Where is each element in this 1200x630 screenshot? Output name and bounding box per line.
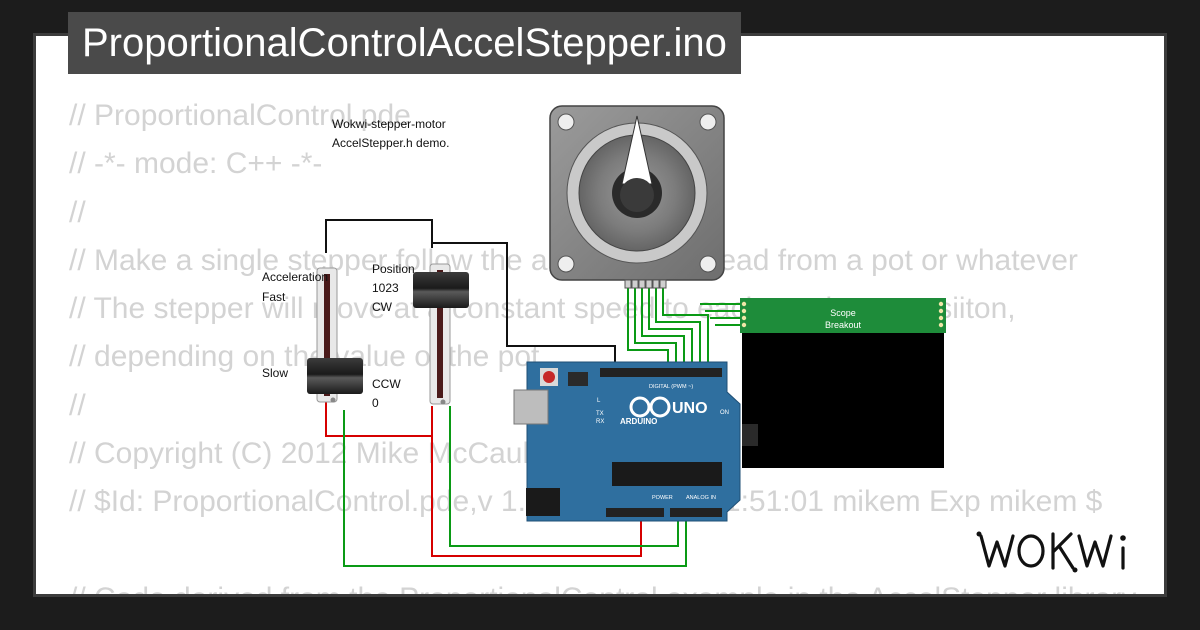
usb-port <box>513 389 549 425</box>
wire-red <box>431 436 642 557</box>
code-line: // <box>69 195 86 229</box>
slider-slot <box>324 274 330 396</box>
slider-pin <box>330 397 336 403</box>
led-label: L <box>597 398 601 404</box>
project-title[interactable]: ProportionalControlAccelStepper.ino <box>68 12 741 74</box>
code-line: // ProportionalControl.pde <box>69 99 411 132</box>
stepper-motor[interactable] <box>549 105 725 289</box>
icsp-header <box>742 424 758 446</box>
power-jack <box>526 488 560 516</box>
mount-hole <box>699 113 717 131</box>
wire-black <box>432 242 616 370</box>
scope-label: Scope <box>830 308 856 318</box>
reset-button[interactable] <box>543 371 555 383</box>
board-brand-label: ARDUINO <box>620 417 657 426</box>
analog-header-label: ANALOG IN <box>686 495 716 501</box>
mount-hole <box>699 255 717 273</box>
atmega-chip <box>612 462 722 486</box>
led-label: ON <box>720 410 729 416</box>
arduino-logo-icon <box>629 396 651 418</box>
slider-label: Slow <box>262 366 288 380</box>
code-line: // depending on the value of the pot. <box>69 340 548 374</box>
slider-label: CCW <box>372 377 401 391</box>
wire-green <box>648 280 693 370</box>
wire-green <box>627 280 669 370</box>
code-line: // -*- mode: C++ -*- <box>69 147 323 181</box>
diagram-caption-line1: Wokwi-stepper-motor <box>332 117 446 131</box>
arduino-logo-icon <box>649 396 671 418</box>
mount-hole <box>557 113 575 131</box>
slider-label: Position <box>372 262 415 276</box>
slider-knob[interactable] <box>413 272 469 308</box>
scope-pins <box>741 301 944 328</box>
slider-label: Fast <box>262 290 286 304</box>
power-header <box>606 508 664 517</box>
slider-label: 0 <box>372 396 379 410</box>
wire-green <box>662 280 709 370</box>
led-label: RX <box>596 419 604 425</box>
led-label: TX <box>596 411 604 417</box>
motor-hub <box>620 178 654 212</box>
power-header-label: POWER <box>652 495 673 501</box>
slide-potentiometer-acceleration[interactable]: Acceleration Fast Slow <box>262 267 363 403</box>
code-line: // $Id: ProportionalControl.pde,v 1.1 20… <box>69 485 1103 519</box>
slide-potentiometer-position[interactable]: Position 1023 CW CCW 0 <box>372 262 469 410</box>
wire-black <box>325 219 433 253</box>
digital-header-label: DIGITAL (PWM ~) <box>649 384 693 390</box>
scope-label: Breakout <box>825 320 862 330</box>
scope-screen <box>742 333 944 468</box>
wires <box>325 219 742 567</box>
wire-green <box>343 410 687 567</box>
wire-red <box>325 402 433 437</box>
slider-slot <box>437 270 443 398</box>
motor-pins <box>624 279 667 289</box>
slider-label: Acceleration <box>262 270 328 284</box>
wokwi-logo[interactable] <box>975 526 1150 576</box>
board-model-label: UNO <box>672 400 708 417</box>
slider-pin <box>440 399 446 405</box>
wire-green <box>449 406 679 547</box>
mount-hole <box>557 255 575 273</box>
slider-label: 1023 <box>372 281 399 295</box>
code-line: // <box>69 388 86 422</box>
analog-header <box>670 508 722 517</box>
wire-green <box>634 280 677 370</box>
diagram-caption-line2: AccelStepper.h demo. <box>332 136 449 150</box>
wire-green <box>655 280 701 370</box>
digital-header <box>600 368 722 377</box>
icsp-header <box>568 372 588 386</box>
code-line: // Code derived from the ProportionalCon… <box>69 582 1136 594</box>
slider-label: CW <box>372 300 393 314</box>
slider-knob[interactable] <box>307 358 363 394</box>
scope-header <box>740 298 946 333</box>
arduino-uno[interactable]: UNO ARDUINO DIGITAL (PWM ~) POWER ANALOG… <box>513 361 758 522</box>
scope-breakout[interactable]: Scope Breakout <box>740 298 946 468</box>
wire-green <box>641 280 685 370</box>
